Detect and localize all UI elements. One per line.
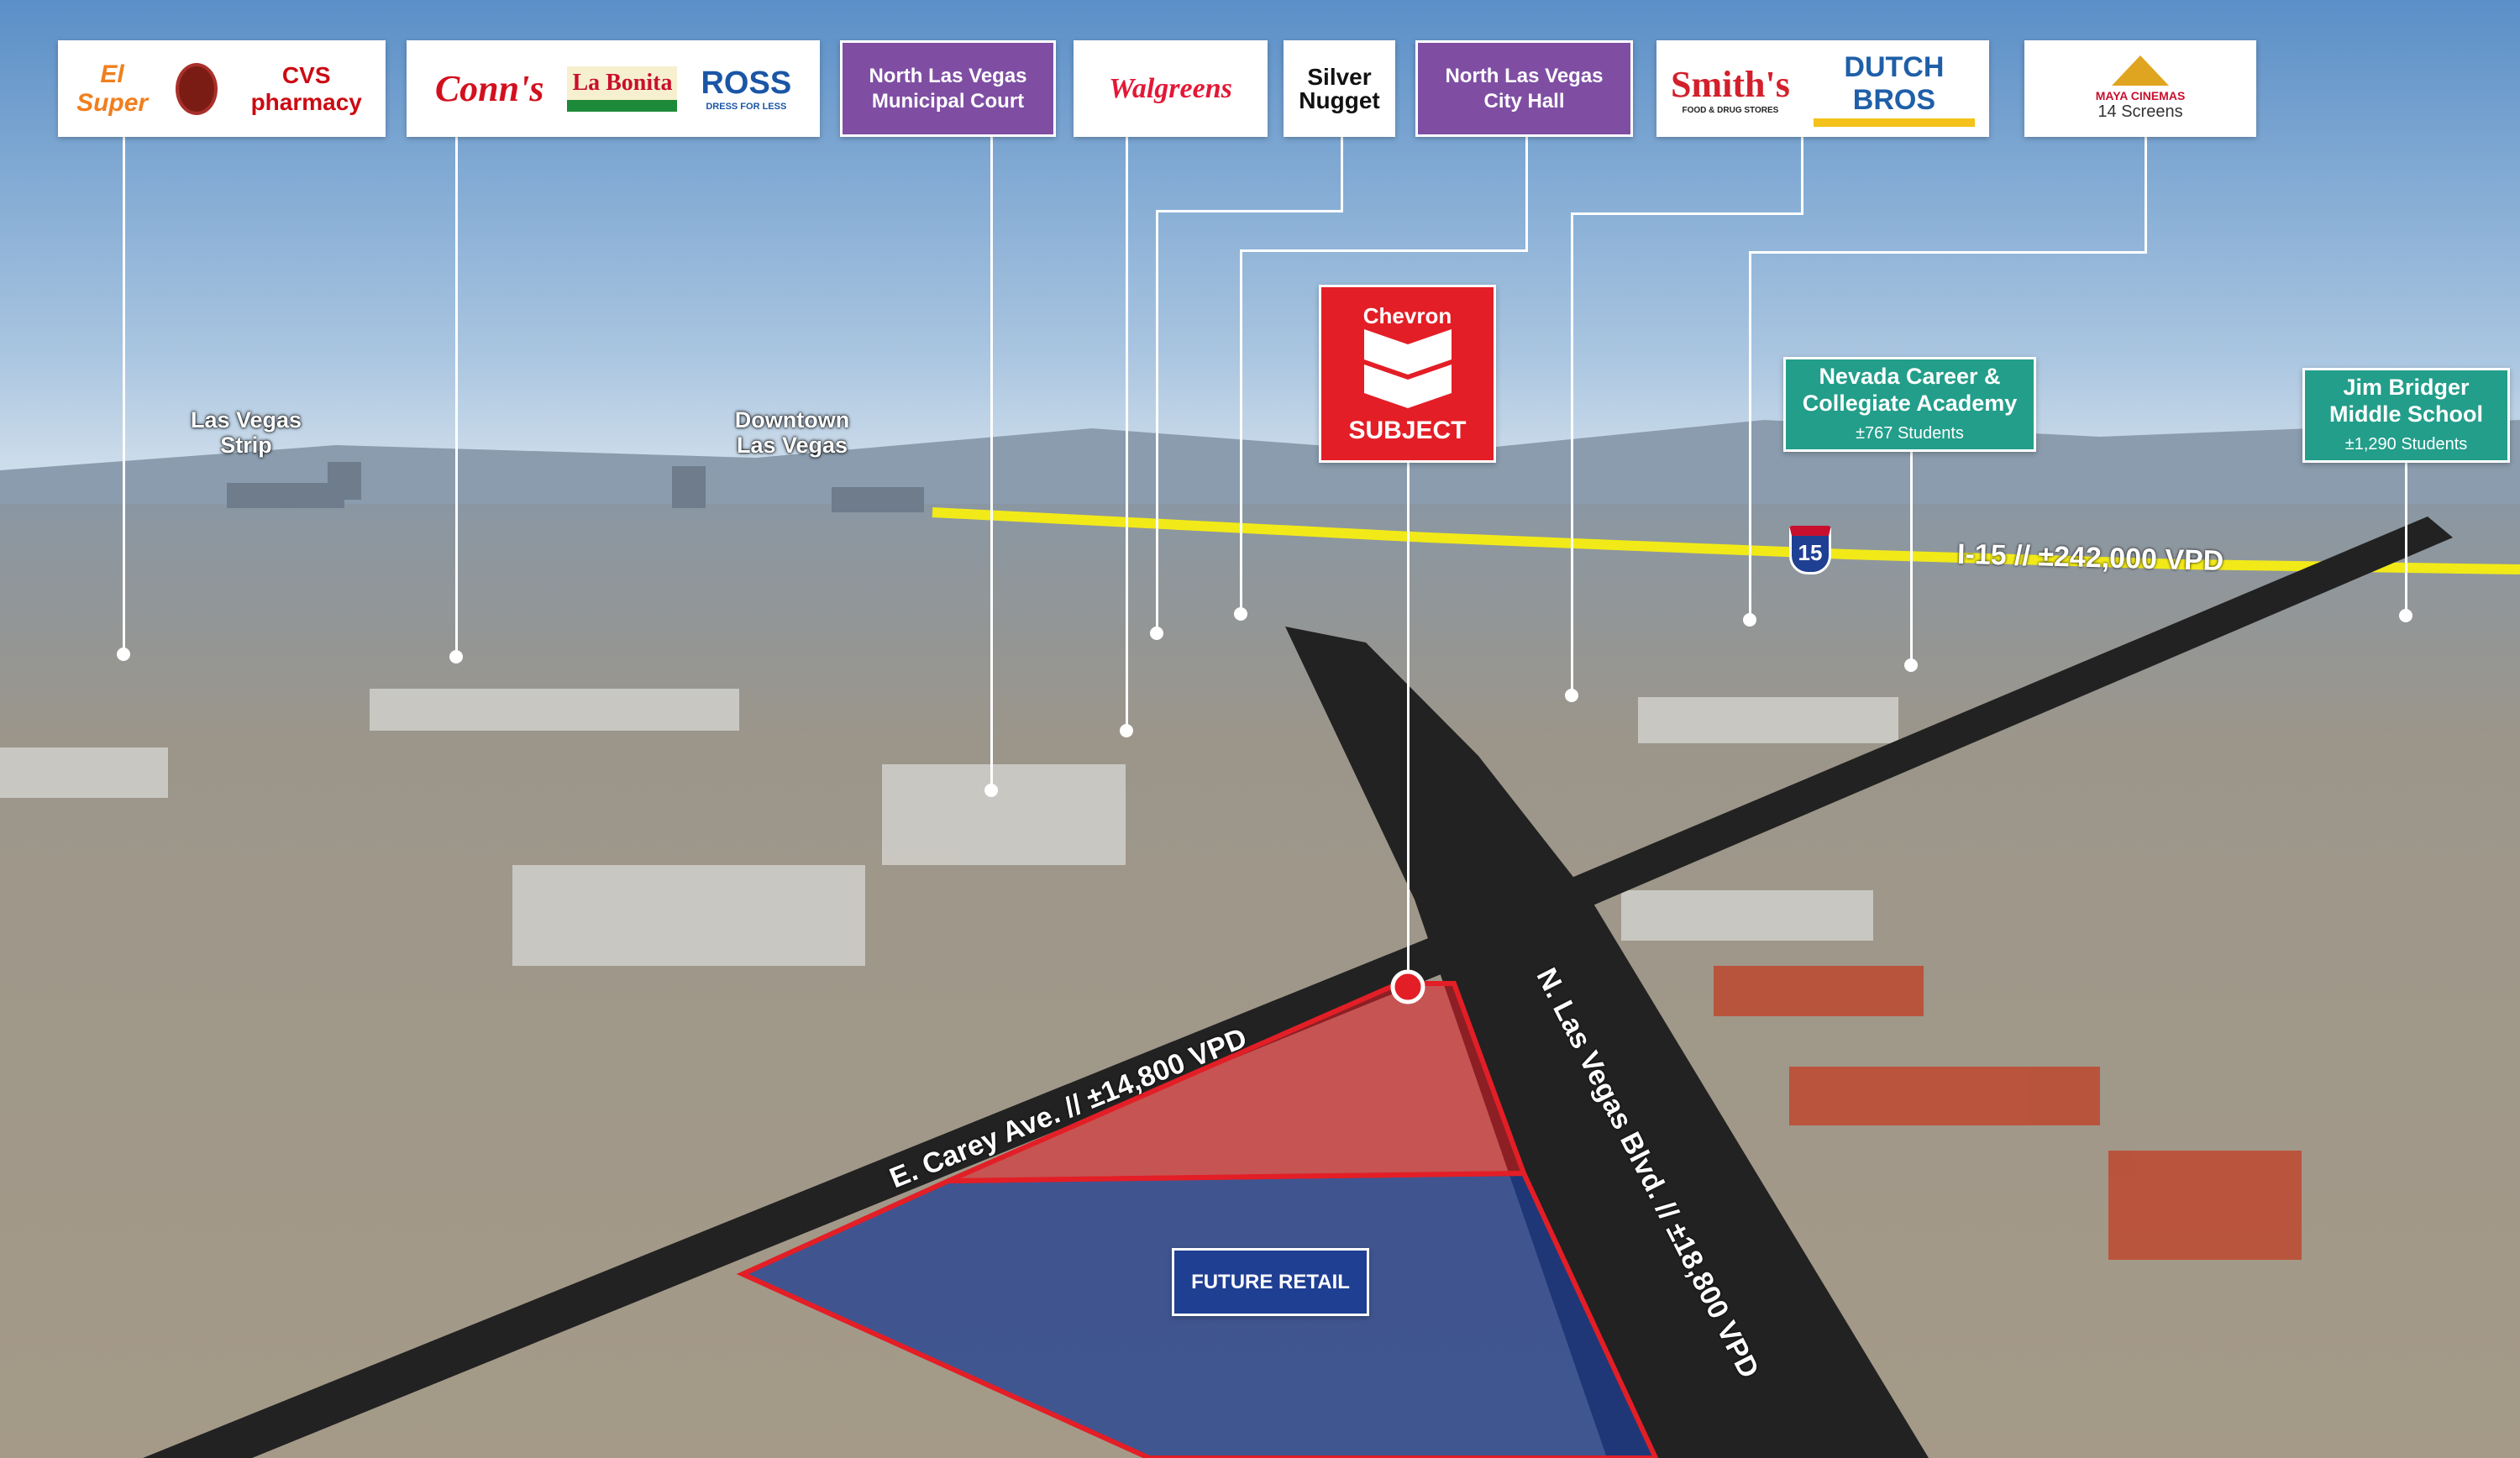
la-bonita-logo: La Bonita <box>567 66 678 112</box>
student-count: ±767 Students <box>1856 423 1964 443</box>
chevron-logo-icon <box>1363 328 1452 408</box>
subject-box: Chevron SUBJECT <box>1319 285 1496 463</box>
box-label: City Hall <box>1483 89 1565 113</box>
silver-nugget-logo: Silver <box>1307 63 1372 90</box>
chipotle-logo <box>176 62 218 115</box>
walgreens-logo: Walgreens <box>1109 72 1232 104</box>
chevron-brand: Chevron <box>1362 302 1452 328</box>
i15-shield-icon: 15 <box>1789 526 1831 574</box>
walgreens-box: Walgreens <box>1074 40 1268 137</box>
el-super-logo: El Super <box>76 60 149 117</box>
school-box-nevada-career: Nevada Career &Collegiate Academy ±767 St… <box>1783 357 2036 452</box>
pyramid-icon <box>2112 55 2169 86</box>
box-label: North Las Vegas <box>1445 64 1604 87</box>
subject-marker <box>1390 969 1425 1004</box>
i15-highlight <box>932 507 2520 574</box>
subject-label: SUBJECT <box>1348 416 1467 444</box>
subject-parcel <box>947 981 1528 1183</box>
future-retail-label: FUTURE RETAIL <box>1172 1248 1369 1316</box>
school-name: Nevada Career & <box>1819 363 2001 389</box>
school-name: Jim Bridger <box>2343 374 2470 400</box>
n-las-vegas-blvd <box>1285 627 1929 1458</box>
box-label: North Las Vegas <box>869 64 1027 87</box>
dutch-bros-logo: DUTCH BROS <box>1813 51 1975 127</box>
student-count: ±1,290 Students <box>2344 434 2468 454</box>
school-name: Middle School <box>2328 401 2483 427</box>
e-carey-ave <box>143 928 1462 1458</box>
maya-cinemas-box: MAYA CINEMAS 14 Screens <box>2024 40 2256 137</box>
school-name: Collegiate Academy <box>1802 390 2018 416</box>
cvs-logo: CVS pharmacy <box>250 61 362 115</box>
maya-cinemas-logo: MAYA CINEMAS <box>2095 89 2186 102</box>
conns-logo: Conn's <box>434 68 544 109</box>
box-label: Municipal Court <box>871 89 1025 113</box>
retail-box-el-super-chipotle-cvs: El Super CVS pharmacy <box>58 40 386 137</box>
i15-traffic-label: I-15 // ±242,000 VPD <box>1956 538 2224 578</box>
screens-count: 14 Screens <box>2097 102 2183 121</box>
silver-nugget-logo: Nugget <box>1299 87 1380 113</box>
e-carey-ave-east <box>1512 517 2453 911</box>
